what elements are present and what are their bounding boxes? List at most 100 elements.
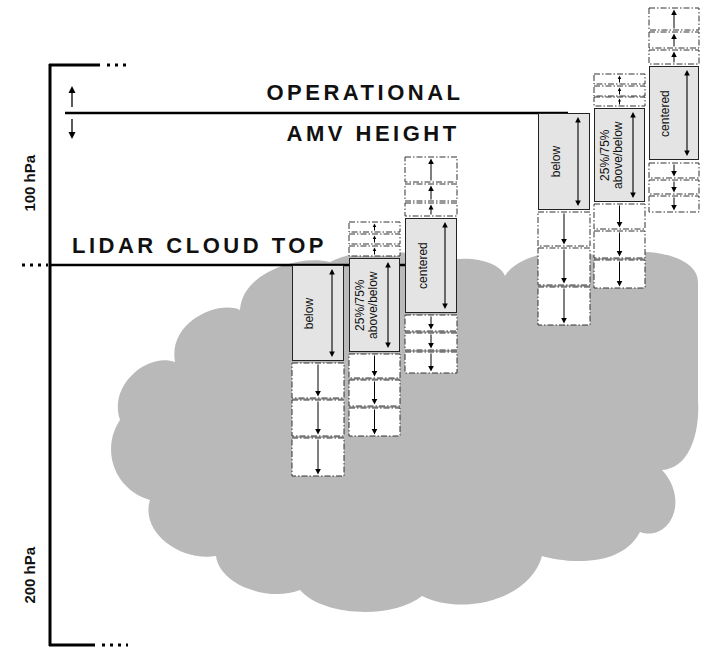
step-box-outline xyxy=(405,352,457,373)
step-arrow-head xyxy=(372,399,378,405)
step-box xyxy=(538,212,590,246)
height-label: OPERATIONAL xyxy=(267,81,464,105)
step-arrow-head xyxy=(671,10,677,16)
step-box xyxy=(405,203,457,216)
height-range-box: 25%/75% above/below xyxy=(349,258,400,352)
step-arrow-head xyxy=(618,76,622,80)
height-range-box: below xyxy=(538,113,590,210)
range-arrow-heads xyxy=(385,262,391,348)
step-box xyxy=(649,8,699,30)
step-box xyxy=(349,354,400,378)
step-box-outline xyxy=(405,333,457,350)
range-arrow-heads xyxy=(684,70,690,156)
step-box xyxy=(349,234,400,244)
step-box xyxy=(405,352,457,373)
step-arrow-head xyxy=(315,469,321,475)
step-arrow xyxy=(431,162,432,181)
step-arrow-head xyxy=(617,222,623,228)
step-box-outline xyxy=(538,287,590,325)
step-box xyxy=(349,380,400,406)
box-label: 25%/75% above/below xyxy=(353,263,379,347)
step-box-outline xyxy=(349,408,400,436)
step-box xyxy=(538,287,590,325)
step-arrow-head xyxy=(315,429,321,435)
step-arrow-head xyxy=(618,99,621,102)
step-box xyxy=(594,204,645,229)
range-arrow xyxy=(539,114,589,209)
range-arrow-line xyxy=(632,116,633,195)
range-arrow-line xyxy=(331,273,332,354)
step-box-outline xyxy=(594,260,645,288)
step-arrow-head xyxy=(561,318,567,324)
step-arrow-head xyxy=(315,391,321,397)
step-arrow xyxy=(619,262,620,284)
step-box xyxy=(649,196,699,212)
step-arrow-head xyxy=(428,186,434,192)
step-box xyxy=(405,315,457,331)
step-box xyxy=(594,97,645,106)
up-arrow-head xyxy=(69,86,76,93)
step-box xyxy=(538,248,590,285)
step-arrow-head xyxy=(671,187,677,193)
axis-label: 100 hPa xyxy=(22,154,39,211)
step-box-outline xyxy=(594,97,645,106)
height-line xyxy=(65,112,568,115)
step-box xyxy=(292,363,344,398)
height-range-box: centered xyxy=(405,218,457,313)
step-arrow xyxy=(564,214,565,242)
step-box-outline xyxy=(292,363,344,398)
height-line-dots xyxy=(22,264,48,267)
step-arrow xyxy=(318,365,319,394)
step-box-outline xyxy=(349,222,400,232)
step-box xyxy=(292,400,344,436)
step-arrow-head xyxy=(373,224,377,228)
box-label: centered xyxy=(416,223,429,308)
step-arrow xyxy=(318,440,319,472)
box-label: 25%/75% above/below xyxy=(598,113,624,197)
height-range-box: centered xyxy=(649,66,699,160)
range-arrow xyxy=(293,266,343,360)
step-box-outline xyxy=(538,212,590,246)
step-boxes xyxy=(292,8,699,476)
axis-tick-dots xyxy=(107,64,130,67)
height-range-box: 25%/75% above/below xyxy=(594,108,645,202)
step-box xyxy=(649,50,699,64)
step-box-outline xyxy=(649,163,699,178)
range-arrow-line xyxy=(444,226,445,306)
step-box xyxy=(649,163,699,178)
step-box-outline xyxy=(649,50,699,64)
down-arrow xyxy=(71,119,72,133)
range-arrow xyxy=(406,219,456,312)
range-arrow-line xyxy=(387,266,388,345)
height-label: AMV HEIGHT xyxy=(287,122,460,146)
axis-tick-dots xyxy=(102,644,128,647)
step-arrow-head xyxy=(372,371,378,377)
range-arrow-line xyxy=(577,121,578,203)
step-box-outline xyxy=(594,86,645,96)
range-arrow-line xyxy=(686,74,687,153)
step-box xyxy=(594,86,645,96)
step-arrow-head xyxy=(373,236,377,240)
range-arrow-heads xyxy=(630,112,636,198)
step-box xyxy=(349,222,400,232)
step-box xyxy=(594,231,645,258)
step-box-outline xyxy=(349,354,400,378)
step-box-outline xyxy=(594,204,645,229)
step-arrow-head xyxy=(671,34,677,40)
step-arrow-head xyxy=(561,278,567,284)
step-box-outline xyxy=(649,8,699,30)
step-box-outline xyxy=(649,180,699,194)
step-arrow-head xyxy=(671,205,677,211)
step-box-outline xyxy=(349,380,400,406)
axis-label: 200 hPa xyxy=(22,546,39,603)
step-arrow xyxy=(318,402,319,432)
step-arrow-head xyxy=(373,248,377,252)
step-arrow xyxy=(564,250,565,281)
step-box-outline xyxy=(292,438,344,476)
step-box-outline xyxy=(405,315,457,331)
axis-line xyxy=(49,64,52,646)
step-arrow-head xyxy=(617,281,623,287)
step-box-outline xyxy=(649,32,699,48)
box-label: below xyxy=(303,270,316,356)
step-box xyxy=(349,408,400,436)
